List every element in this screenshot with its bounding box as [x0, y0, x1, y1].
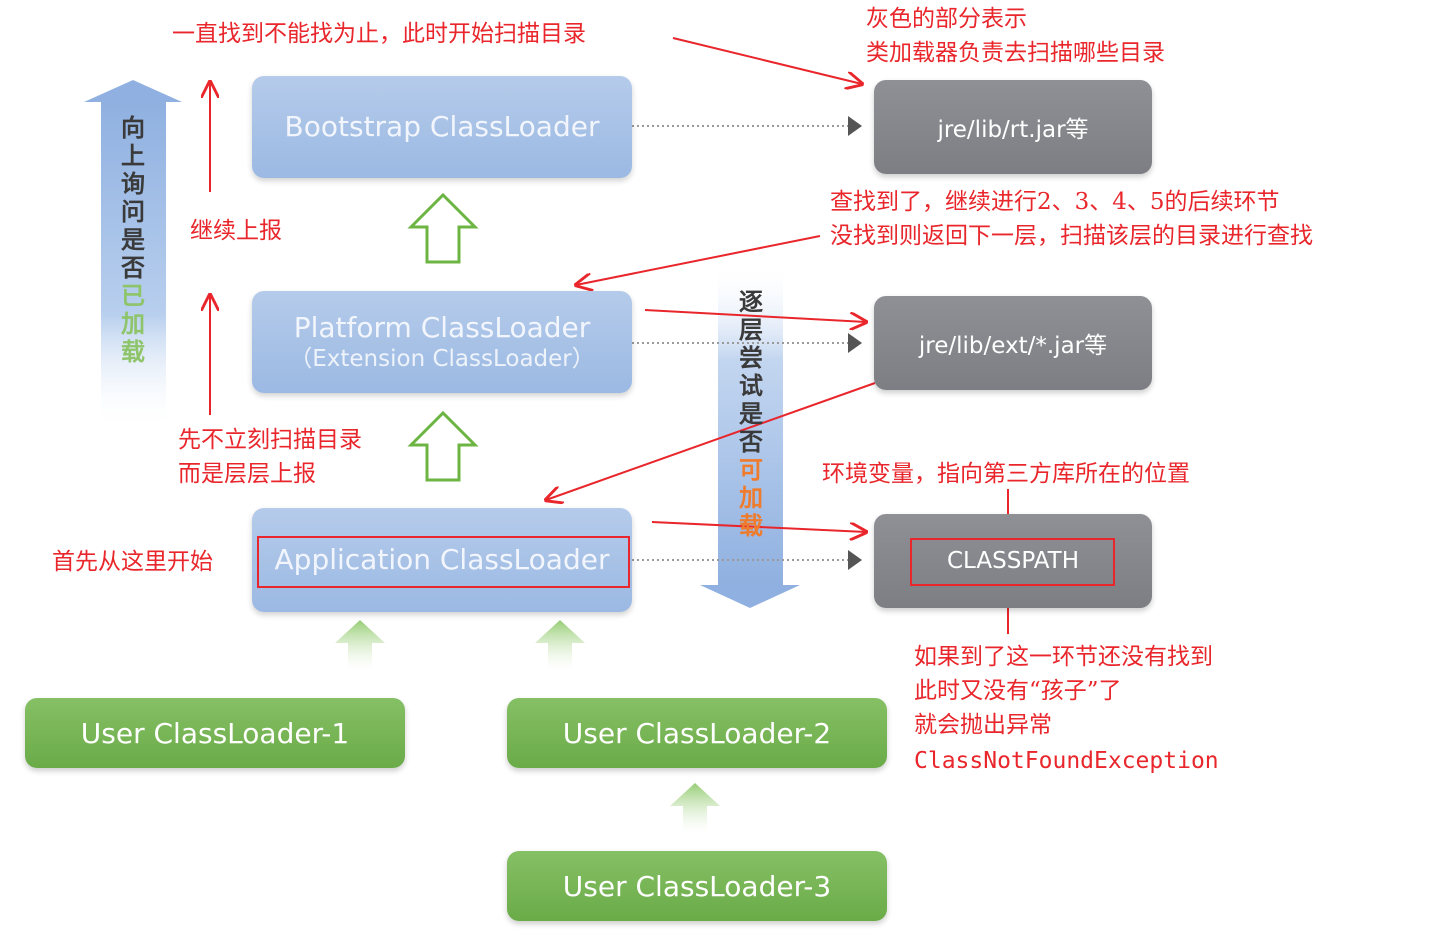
annotation-continue-report: 继续上报 [190, 218, 282, 244]
query-up-char: 向 [121, 114, 145, 142]
query-up-char-green: 已 [121, 282, 145, 310]
platform-classloader: Platform ClassLoader （Extension ClassLoa… [252, 291, 632, 393]
classpath-directory: CLASSPATH [874, 514, 1152, 608]
annotation-found-2: 没找到则返回下一层，扫描该层的目录进行查找 [830, 223, 1313, 249]
try-down-char: 尝 [739, 344, 763, 372]
try-down-char: 层 [739, 316, 763, 344]
annotation-notfound-1: 如果到了这一环节还没有找到 [914, 644, 1213, 670]
annotation-start-here: 首先从这里开始 [52, 549, 213, 575]
annotation-notfound-3: 就会抛出异常 [914, 712, 1052, 738]
annotation-gray-meaning-2: 类加载器负责去扫描哪些目录 [866, 40, 1165, 66]
scan-connectors [612, 116, 862, 570]
annotation-top: 一直找到不能找为止，此时开始扫描目录 [172, 21, 586, 47]
user3-up-arrow [670, 783, 720, 833]
annotation-found-1: 查找到了，继续进行2、3、4、5的后续环节 [830, 189, 1280, 215]
rt-jar-directory: jre/lib/rt.jar等 [874, 80, 1152, 174]
user1-up-arrow [335, 620, 385, 670]
user-classloader-3: User ClassLoader-3 [507, 851, 887, 921]
try-down-char-orange: 载 [739, 512, 763, 540]
application-classloader: Application ClassLoader [252, 508, 632, 612]
query-up-arrow [84, 80, 182, 430]
try-down-char: 否 [739, 428, 763, 456]
annotation-env-var: 环境变量，指向第三方库所在的位置 [822, 461, 1190, 487]
try-down-char: 是 [739, 400, 763, 428]
try-down-char-orange: 可 [739, 456, 763, 484]
annotation-notfound-4: ClassNotFoundException [914, 748, 1219, 774]
annotation-first-1: 先不立刻扫描目录 [178, 427, 362, 453]
user3-label: User ClassLoader-3 [562, 869, 832, 903]
bootstrap-label: Bootstrap ClassLoader [284, 110, 600, 143]
try-down-char-orange: 加 [739, 484, 763, 512]
classpath-highlight [910, 538, 1115, 586]
platform-sublabel: （Extension ClassLoader） [289, 346, 595, 372]
annotation-first-2: 而是层层上报 [178, 461, 316, 487]
platform-label: Platform ClassLoader [293, 311, 591, 344]
bootstrap-classloader: Bootstrap ClassLoader [252, 76, 632, 178]
try-down-char: 试 [739, 372, 763, 400]
rt-jar-label: jre/lib/rt.jar等 [937, 117, 1089, 143]
ext-jar-directory: jre/lib/ext/*.jar等 [874, 296, 1152, 390]
query-up-char: 否 [121, 254, 145, 282]
try-down-char: 逐 [739, 288, 763, 316]
user2-label: User ClassLoader-2 [562, 716, 832, 750]
query-up-char-green: 加 [121, 310, 145, 338]
query-up-char-green: 载 [121, 338, 145, 366]
annotation-gray-meaning-1: 灰色的部分表示 [866, 6, 1027, 32]
classpath-label: CLASSPATH [946, 548, 1080, 574]
query-up-label: 向 上 询 问 是 否 已 加 载 [118, 114, 148, 366]
user-classloader-1: User ClassLoader-1 [25, 698, 405, 768]
user2-up-arrow [535, 620, 585, 670]
application-label: Application ClassLoader [274, 543, 610, 576]
try-down-label: 逐 层 尝 试 是 否 可 加 载 [736, 288, 766, 540]
user-classloader-2: User ClassLoader-2 [507, 698, 887, 768]
annotation-notfound-2: 此时又没有“孩子”了 [914, 678, 1122, 704]
user1-label: User ClassLoader-1 [80, 716, 350, 750]
query-up-char: 问 [121, 198, 145, 226]
application-highlight [257, 536, 630, 588]
query-up-char: 询 [121, 170, 145, 198]
delegate-up-arrow-1 [407, 192, 479, 264]
query-up-char: 上 [121, 142, 145, 170]
ext-jar-label: jre/lib/ext/*.jar等 [918, 333, 1108, 359]
query-up-char: 是 [121, 226, 145, 254]
delegate-up-arrow-2 [407, 410, 479, 482]
